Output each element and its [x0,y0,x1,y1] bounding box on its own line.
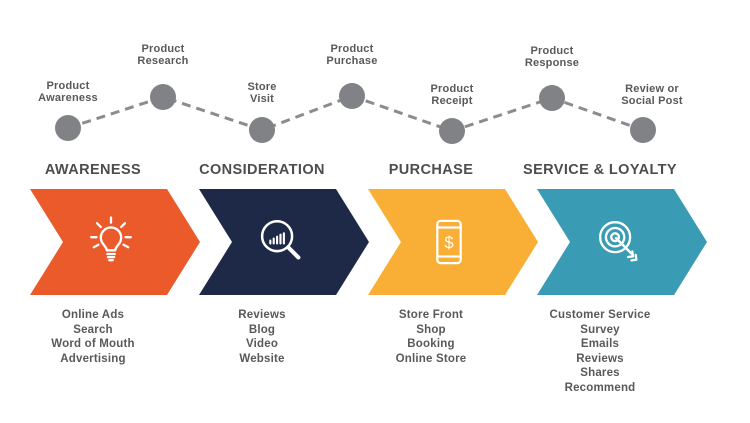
journey-node [150,84,176,110]
journey-node [339,83,365,109]
stage-arrow [30,189,200,295]
channel-item: Video [245,338,279,351]
journey-point-label: Product Response [524,45,580,69]
stage-arrow [199,189,369,295]
target-dart-icon [589,213,647,271]
stage-consideration: CONSIDERATION Reviews Blog Video Website [199,162,369,366]
stage-title: PURCHASE [388,162,474,178]
channel-item: Emails [580,338,620,351]
journey-path-graphic [55,83,656,144]
channel-list: Customer Service Survey Emails Reviews S… [520,308,680,396]
lightbulb-icon [80,211,142,273]
channel-item: Search [73,323,113,336]
stage-title: SERVICE & LOYALTY [523,162,677,178]
channel-item: Reviews [238,309,286,321]
channel-item: Online Store [395,352,467,365]
channel-item: Shares [580,367,620,380]
channel-list: Reviews Blog Video Website [182,308,342,366]
mobile-payment-icon: $ [419,212,479,272]
channel-item: Store Front [398,309,464,321]
journey-point-label: Product Research [137,43,189,67]
channel-item: Word of Mouth [51,338,135,351]
stage-purchase: PURCHASE $ Store Front Shop Booking Onli… [368,162,538,366]
journey-node [55,115,81,141]
stage-arrow [537,189,707,295]
channel-item: Online Ads [61,309,125,321]
journey-node [539,85,565,111]
search-analytics-icon [251,213,309,271]
journey-node [630,117,656,143]
stage-title: CONSIDERATION [199,162,325,178]
stage-service-loyalty: SERVICE & LOYALTY Customer Service Surve… [523,162,707,396]
svg-text:$: $ [444,233,454,252]
journey-node [249,117,275,143]
channel-item: Advertising [60,352,126,365]
journey-point-label: Product Awareness [38,80,98,104]
channel-item: Shop [416,323,446,336]
journey-point-label: Product Purchase [326,43,378,67]
channel-item: Website [239,352,285,365]
journey-point-label: Product Receipt [430,83,474,107]
stage-title: AWARENESS [44,162,142,178]
channel-item: Recommend [564,381,636,394]
channel-list: Online Ads Search Word of Mouth Advertis… [13,308,173,366]
journey-point-label: Review or Social Post [621,83,683,107]
journey-node [439,118,465,144]
channel-item: Blog [248,323,276,336]
channel-item: Survey [580,323,620,336]
channel-list: Store Front Shop Booking Online Store [351,308,511,366]
channel-item: Reviews [576,352,624,365]
channel-item: Customer Service [549,309,651,321]
stage-arrow: $ [368,189,538,295]
channel-item: Booking [407,338,455,351]
stage-awareness: AWARENESS Online Ads [30,162,200,366]
journey-point-label: Store Visit [247,81,277,105]
